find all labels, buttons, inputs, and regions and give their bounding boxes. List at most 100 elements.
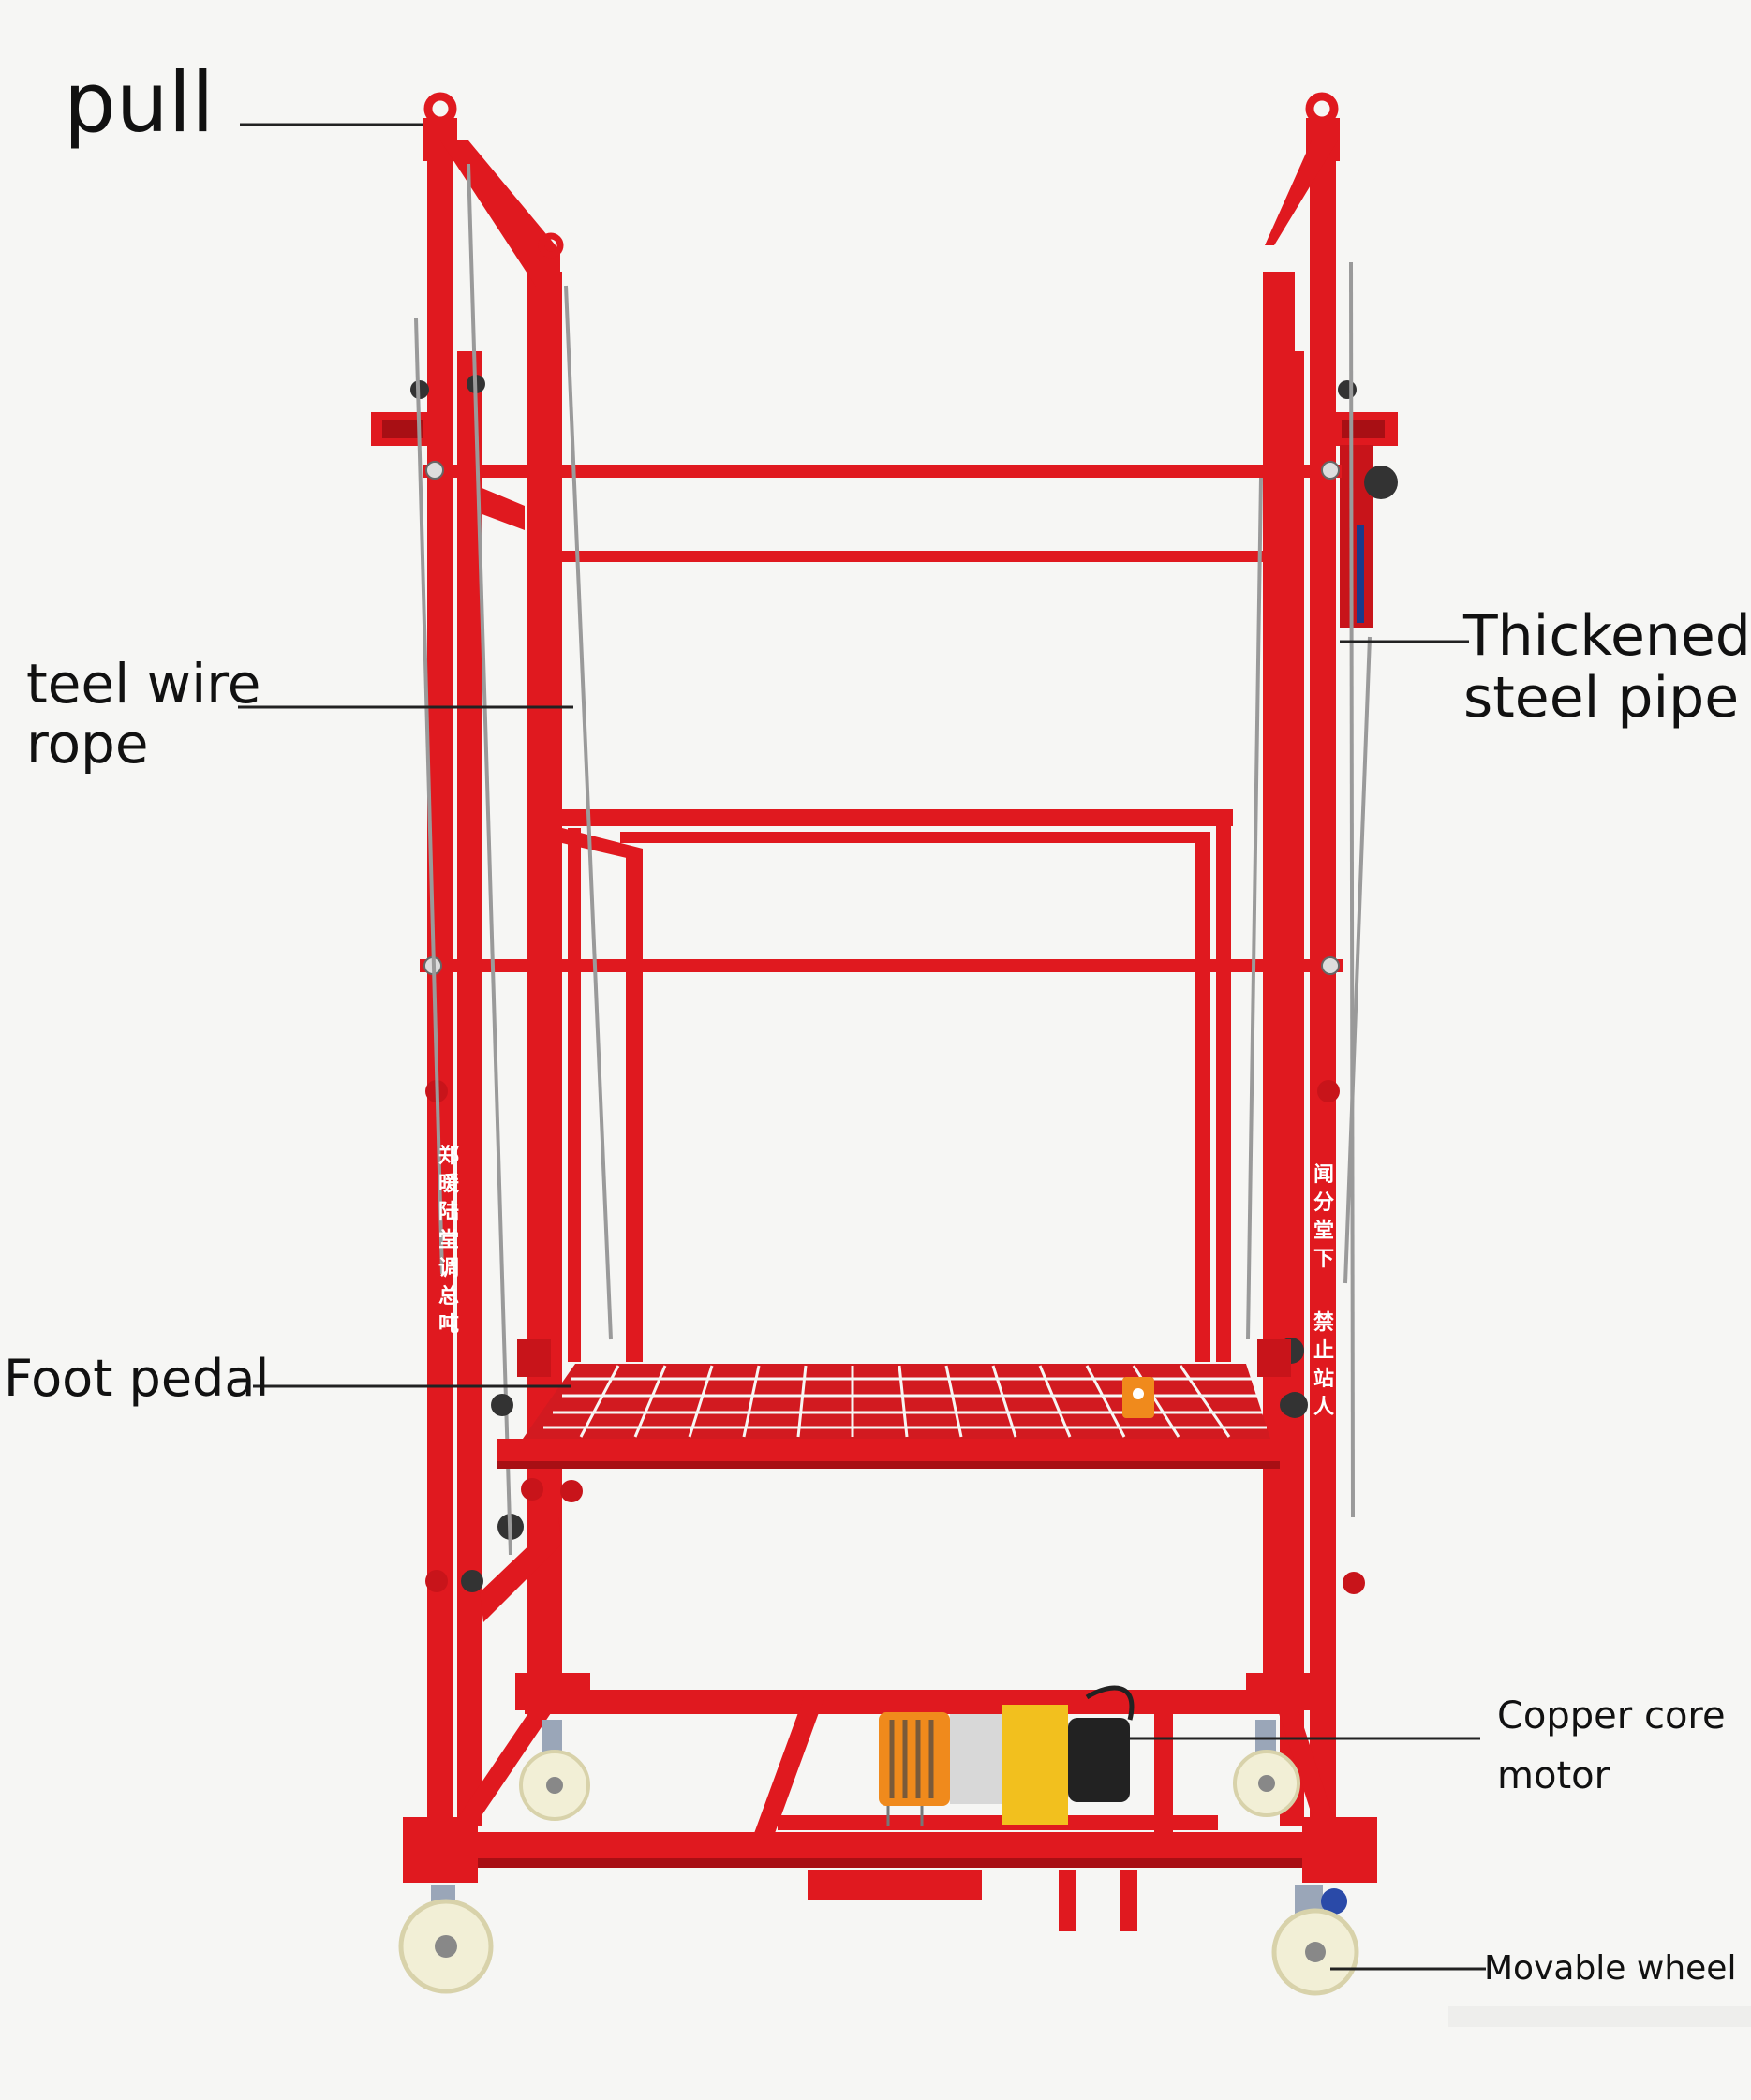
left-support-arm	[480, 487, 525, 530]
top-rail-bolt	[1321, 461, 1340, 480]
left-side-bracket-dark	[382, 420, 423, 438]
chassis-leg	[1059, 1870, 1076, 1931]
wheel-front-left	[398, 1885, 494, 1994]
right-bolt	[1338, 380, 1357, 399]
motor-drum	[879, 1712, 950, 1806]
steel-wire-ropes	[414, 163, 1372, 1556]
wire-rope	[1246, 477, 1263, 1340]
label-movable-wheel: Movable wheel	[1484, 1949, 1737, 1988]
control-switch-button	[1133, 1388, 1144, 1399]
chassis-right-side	[1278, 1710, 1342, 1843]
guard-inner-top	[620, 832, 1210, 843]
label-copper-core-motor: Copper core motor	[1497, 1694, 1726, 1797]
mid-rail	[420, 959, 1343, 972]
pedal-bolt	[491, 1394, 513, 1416]
left-lower-diagonal	[480, 1517, 562, 1622]
motor-body	[1068, 1718, 1130, 1802]
guard-top-bar	[543, 809, 1233, 826]
grate-col	[944, 1365, 963, 1438]
copper-core-motor	[879, 1685, 1135, 1826]
chassis-leg	[1120, 1870, 1137, 1931]
right-side-bracket-dark	[1342, 420, 1385, 438]
grate-col	[1085, 1365, 1126, 1438]
top-rail	[423, 465, 1342, 478]
chassis-front-beam-shadow	[412, 1858, 1372, 1868]
right-post-marking-lower: 禁 止 站 人	[1313, 1311, 1334, 1419]
wire-rope	[414, 318, 444, 1275]
pedal-bolt	[521, 1478, 543, 1501]
wheel-hub	[435, 1935, 457, 1958]
callout-lines	[238, 123, 1486, 1971]
second-rail	[562, 551, 1265, 562]
top-rail-bolt	[425, 461, 444, 480]
guard-right-outer	[1216, 824, 1231, 1362]
right-pulley-slot	[1357, 525, 1364, 623]
guard-right-upright	[1195, 832, 1210, 1362]
pedal-bolt	[560, 1480, 583, 1502]
rails	[420, 461, 1343, 975]
grate-col	[898, 1365, 909, 1438]
grate-col	[1038, 1365, 1072, 1438]
wheel-back-right	[1233, 1720, 1300, 1817]
wheel-back-left	[519, 1720, 590, 1821]
mid-rail-bolt	[1321, 956, 1340, 975]
chassis-back-beam	[525, 1690, 1302, 1714]
right-outer-post	[1310, 150, 1336, 1826]
left-inner-eye	[538, 232, 564, 259]
grate-col	[688, 1365, 714, 1438]
left-front-post	[457, 351, 482, 1826]
grate-col	[1179, 1365, 1231, 1438]
guard-left-diagonal	[562, 828, 643, 862]
pedal-right-clamp	[1257, 1339, 1291, 1377]
left-bolt	[461, 1570, 483, 1592]
grate-col	[742, 1365, 761, 1438]
wheel-hub	[1258, 1775, 1275, 1792]
wire-rope	[467, 163, 512, 1556]
grate-col	[991, 1365, 1017, 1438]
guard-inner-left	[568, 828, 581, 1362]
guard-left-upright	[626, 849, 643, 1362]
movable-wheels	[398, 1720, 1359, 1996]
motor-power-cable	[1085, 1685, 1135, 1721]
chassis-left-side	[440, 1710, 553, 1843]
label-steel-wire-rope: teel wire rope	[26, 652, 261, 776]
right-inner-post	[1263, 272, 1295, 1695]
corner-watermark-band	[1448, 2006, 1751, 2027]
wheel-hub	[546, 1777, 563, 1794]
right-top-bracket	[1265, 140, 1338, 245]
label-thickened-steel-pipe: Thickened steel pipe	[1463, 603, 1751, 731]
right-pulley	[1364, 466, 1398, 499]
chassis-left-corner	[403, 1817, 478, 1883]
guard-frame	[543, 809, 1233, 1362]
chassis-cross-member	[753, 1697, 824, 1836]
left-post-marking: 郑 暖 陆 堂 调 总 吨	[438, 1145, 459, 1337]
chassis-back-right-block	[1246, 1673, 1321, 1710]
foot-pedal-platform	[491, 1339, 1302, 1502]
pedal-left-clamp	[517, 1339, 551, 1377]
chassis-motor-rail	[778, 1815, 1218, 1830]
grate-col	[579, 1365, 620, 1438]
label-foot-pedal: Foot pedal	[4, 1349, 270, 1408]
pedal-grate-base	[523, 1364, 1270, 1439]
chassis-right-corner	[1302, 1817, 1377, 1883]
wheel-hub	[1305, 1942, 1326, 1962]
wheel-front-right	[1271, 1885, 1359, 1996]
grate-col	[633, 1365, 667, 1438]
right-bolt	[1317, 1080, 1340, 1102]
pedal-bolt	[1280, 1394, 1302, 1416]
wire-rope	[564, 285, 613, 1340]
chassis-motor-right-upright	[1154, 1697, 1173, 1836]
right-bolt	[1343, 1572, 1365, 1594]
right-post-marking-upper: 闻 分 堂 下	[1313, 1163, 1334, 1271]
pedal-front-beam-shadow	[497, 1461, 1280, 1469]
grate-col	[796, 1365, 808, 1438]
chassis-front-plate	[808, 1870, 982, 1900]
chassis-back-left-block	[515, 1673, 590, 1710]
wire-rope	[1349, 261, 1355, 1518]
left-bolt	[425, 1570, 448, 1592]
caster-brake	[1321, 1888, 1347, 1915]
base-chassis	[403, 1673, 1377, 1931]
motor-drum-coils	[889, 1720, 934, 1798]
